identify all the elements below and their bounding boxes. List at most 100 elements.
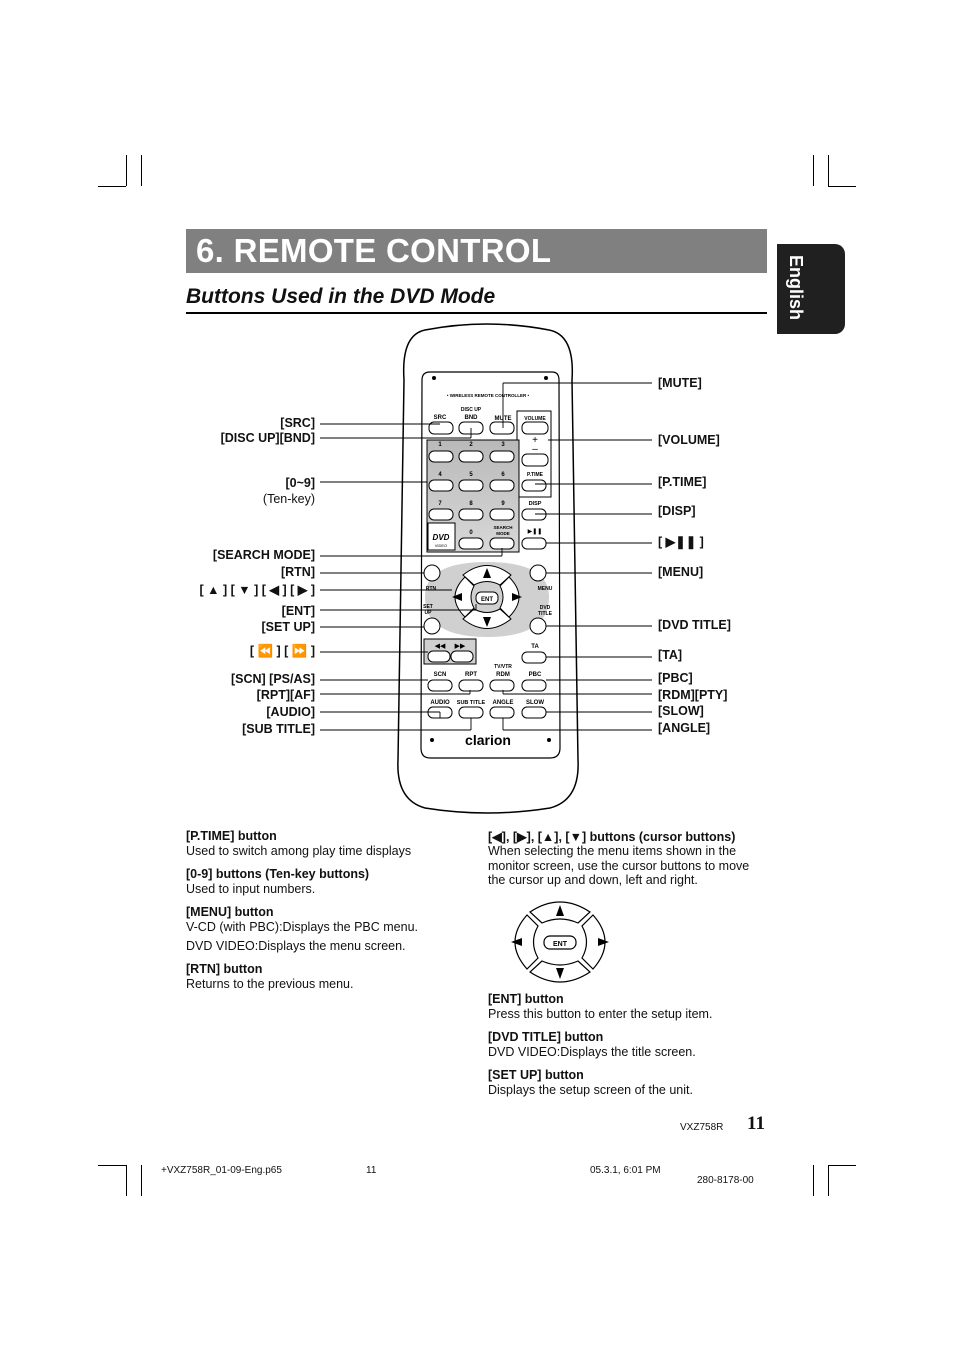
callout-dvd-title: [DVD TITLE] xyxy=(658,618,731,632)
svg-text:SET: SET xyxy=(423,604,433,610)
callout-skip: [ ⏪ ] [ ⏩ ] xyxy=(249,644,315,658)
rdm-button xyxy=(489,679,515,692)
svg-text:7: 7 xyxy=(438,501,442,507)
svg-text:0: 0 xyxy=(469,530,473,536)
crop-mark xyxy=(828,1165,829,1196)
svg-text:1: 1 xyxy=(438,442,442,448)
callout-ta: [TA] xyxy=(658,648,683,662)
crop-mark xyxy=(126,1165,127,1196)
crop-mark xyxy=(828,1165,856,1166)
callout-cursor: [ ▲ ] [ ▼ ] [ ◀ ] [ ▶ ] xyxy=(199,583,315,597)
language-tab xyxy=(777,244,845,334)
scn-button xyxy=(427,679,453,692)
callout-audio: [AUDIO] xyxy=(266,705,315,719)
menu-button xyxy=(529,564,547,582)
desc-text: the cursor up and down, left and right. xyxy=(488,873,698,887)
ta-button xyxy=(521,651,547,664)
svg-text:ENT: ENT xyxy=(481,597,493,603)
left-button xyxy=(454,576,475,618)
desc-text: DVD VIDEO:Displays the menu screen. xyxy=(186,939,406,953)
desc-heading: [◀], [▶], [▲], [▼] buttons (cursor butto… xyxy=(488,830,736,844)
svg-text:–: – xyxy=(532,444,538,455)
svg-text:TA: TA xyxy=(531,644,539,650)
crop-mark xyxy=(828,186,856,187)
desc-text: Used to input numbers. xyxy=(186,882,316,896)
cursor-pad-illustration: ENT xyxy=(511,901,609,983)
callout-disp: [DISP] xyxy=(658,504,696,518)
src-button xyxy=(428,421,454,435)
section-subtitle: Buttons Used in the DVD Mode xyxy=(186,285,496,308)
svg-text:DVD: DVD xyxy=(540,605,551,611)
model-number: VXZ758R xyxy=(680,1122,724,1133)
svg-text:SLOW: SLOW xyxy=(526,700,544,706)
desc-heading: [SET UP] button xyxy=(488,1068,584,1082)
callout-setup: [SET UP] xyxy=(261,620,315,634)
desc-text: DVD VIDEO:Displays the title screen. xyxy=(488,1045,696,1059)
svg-text:MODE: MODE xyxy=(496,531,510,536)
svg-text:RPT: RPT xyxy=(465,672,477,678)
svg-text:9: 9 xyxy=(501,501,505,507)
svg-text:◀◀: ◀◀ xyxy=(435,643,446,650)
svg-text:SCN: SCN xyxy=(434,672,447,678)
section-title: 6. REMOTE CONTROL xyxy=(196,232,552,269)
callout-disc-up-bnd: [DISC UP][BND] xyxy=(220,431,315,445)
svg-text:SUB TITLE: SUB TITLE xyxy=(457,700,486,706)
crop-mark xyxy=(813,155,814,186)
callout-slow: [SLOW] xyxy=(658,704,704,718)
volume-up-button xyxy=(521,421,549,435)
svg-text:MENU: MENU xyxy=(538,586,553,592)
slow-button xyxy=(521,706,547,719)
crop-mark xyxy=(141,155,142,186)
crop-mark xyxy=(126,155,127,186)
desc-text: Press this button to enter the setup ite… xyxy=(488,1007,713,1021)
disp-button xyxy=(521,508,547,521)
mute-button xyxy=(489,421,515,435)
pbc-button xyxy=(521,679,547,692)
dvd-logo xyxy=(427,522,456,551)
svg-text:+: + xyxy=(532,435,538,446)
callout-mute: [MUTE] xyxy=(658,376,702,390)
callout-play-pause: [ ▶❚❚ ] xyxy=(658,535,704,549)
svg-text:TV/VTR: TV/VTR xyxy=(494,664,512,670)
desc-heading: [P.TIME] button xyxy=(186,829,277,843)
remote-caption: • WIRELESS REMOTE CONTROLLER • xyxy=(447,393,530,398)
svg-text:VIDEO: VIDEO xyxy=(435,543,447,548)
callout-volume: [VOLUME] xyxy=(658,433,720,447)
svg-text:AUDIO: AUDIO xyxy=(430,700,450,706)
callout-subtitle: [SUB TITLE] xyxy=(242,722,315,736)
callout-rtn: [RTN] xyxy=(280,565,315,579)
play-pause-button xyxy=(521,537,547,550)
callout-ten-key-note: (Ten-key) xyxy=(262,492,315,506)
desc-heading: [0-9] buttons (Ten-key buttons) xyxy=(186,867,370,881)
desc-heading: [ENT] button xyxy=(488,992,564,1006)
callout-rpt: [RPT][AF] xyxy=(256,688,315,702)
svg-text:ANGLE: ANGLE xyxy=(493,700,514,706)
svg-text:TITLE: TITLE xyxy=(538,611,553,617)
desc-heading: [MENU] button xyxy=(186,905,274,919)
desc-text: V-CD (with PBC):Displays the PBC menu. xyxy=(186,920,419,934)
svg-text:▶❚❚: ▶❚❚ xyxy=(528,528,543,535)
crop-mark xyxy=(828,155,829,186)
desc-text: Used to switch among play time displays xyxy=(186,844,412,858)
svg-text:DVD: DVD xyxy=(433,533,450,542)
callout-angle: [ANGLE] xyxy=(658,721,711,735)
rewind-button xyxy=(427,650,451,663)
dvd-title-button xyxy=(529,617,547,635)
right-button xyxy=(499,576,520,618)
desc-text: When selecting the menu items shown in t… xyxy=(488,844,737,858)
svg-text:RDM: RDM xyxy=(496,672,510,678)
angle-button xyxy=(489,706,515,719)
svg-text:UP: UP xyxy=(425,610,433,616)
svg-text:5: 5 xyxy=(469,472,473,478)
crop-mark xyxy=(98,1165,126,1166)
svg-text:2: 2 xyxy=(469,442,473,448)
callout-pbc: [PBC] xyxy=(658,671,693,685)
crop-mark xyxy=(813,1165,814,1196)
svg-text:SRC: SRC xyxy=(434,415,447,421)
svg-text:DISP: DISP xyxy=(529,501,542,507)
svg-text:VOLUME: VOLUME xyxy=(524,416,546,422)
ptime-button xyxy=(521,479,547,492)
footer-file-page: 11 xyxy=(366,1165,377,1176)
svg-text:P.TIME: P.TIME xyxy=(527,472,544,478)
